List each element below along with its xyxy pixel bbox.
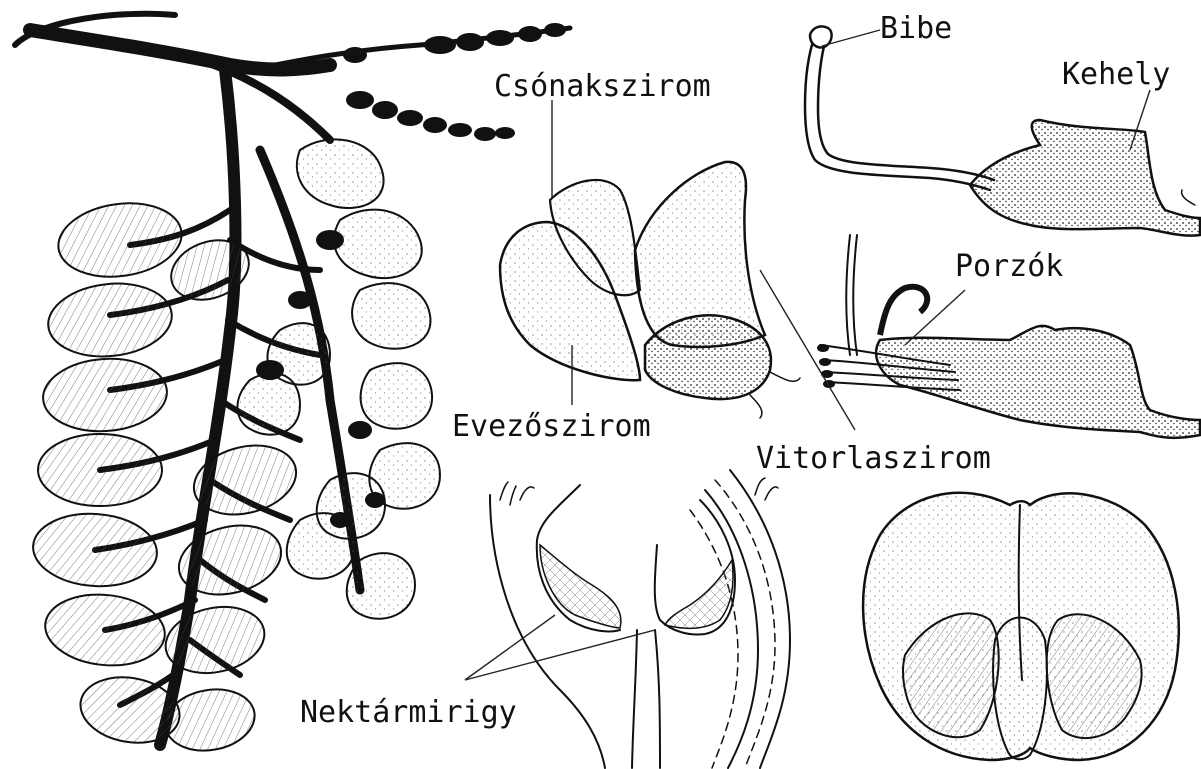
flower-front-view-illustration [863, 493, 1179, 760]
label-nektarmirigy: Nektármirigy [300, 695, 517, 730]
nectary-section-illustration [490, 470, 790, 768]
flower-raceme-illustration [15, 14, 570, 758]
label-csonakszirom: Csónakszirom [494, 69, 711, 104]
flower-petals-illustration [500, 162, 800, 418]
label-porzok: Porzók [955, 249, 1063, 284]
label-evezoszirom: Evezőszirom [452, 409, 651, 444]
label-kehely: Kehely [1062, 57, 1170, 92]
label-vitorlaszirom: Vitorlaszirom [756, 441, 991, 476]
label-bibe: Bibe [880, 11, 952, 46]
